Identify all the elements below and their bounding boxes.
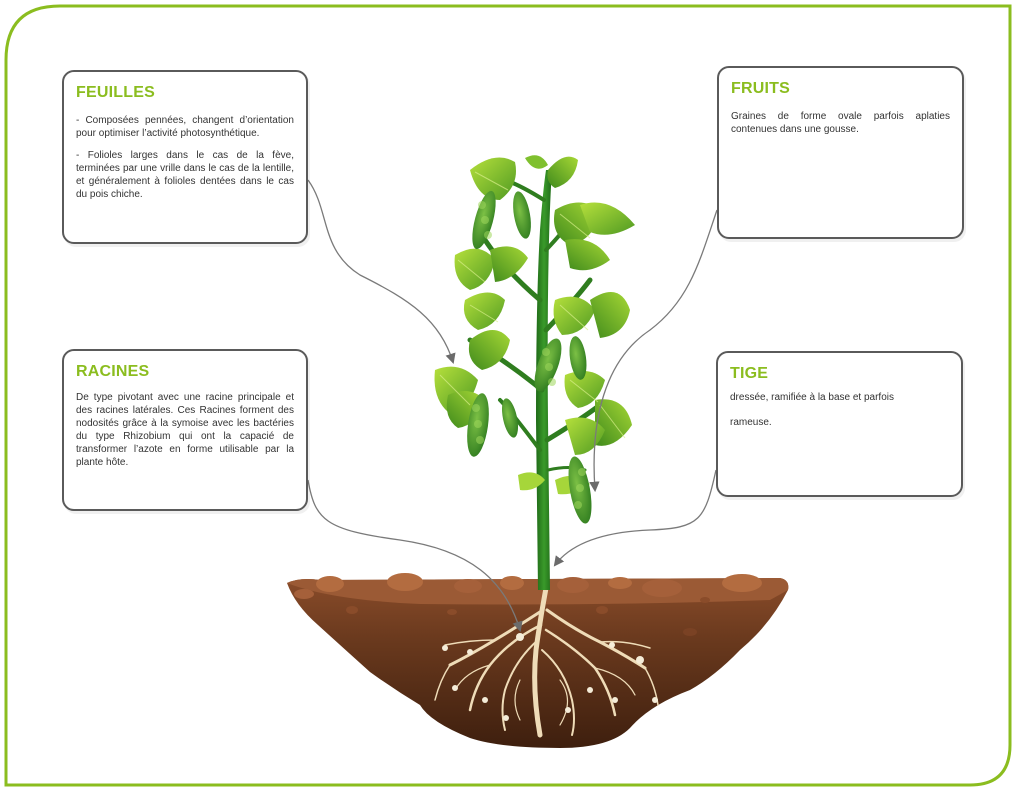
- card-text: - Composées pennées, changent d’orientat…: [76, 115, 294, 139]
- connector-feuilles: [307, 179, 456, 364]
- soil: [287, 573, 789, 748]
- card-text: Graines de forme ovale parfois aplaties …: [731, 111, 950, 135]
- card-feuilles: FEUILLES - Composées pennées, changent d…: [62, 70, 308, 244]
- card-text: De type pivotant avec une racine princip…: [76, 392, 294, 468]
- card-tige: TIGE dressée, ramifiée à la base et parf…: [716, 351, 963, 497]
- card-title: FRUITS: [731, 80, 790, 97]
- card-fruits: FRUITS Graines de forme ovale parfois ap…: [717, 66, 964, 239]
- connector-fruits: [589, 209, 718, 493]
- frame-border: [4, 4, 1012, 787]
- pods: [467, 190, 592, 524]
- card-title: FEUILLES: [76, 84, 155, 101]
- connector-racines: [307, 479, 523, 632]
- connectors: [307, 179, 718, 632]
- card-title: TIGE: [730, 365, 769, 382]
- card-title: RACINES: [76, 363, 150, 380]
- card-text: rameuse.: [730, 417, 772, 428]
- card-racines: RACINES De type pivotant avec une racine…: [62, 349, 308, 511]
- card-text: - Folioles larges dans le cas de la fève…: [76, 150, 294, 200]
- roots: [434, 585, 659, 738]
- card-text: dressée, ramifiée à la base et parfois: [730, 392, 894, 403]
- connector-tige: [553, 469, 717, 567]
